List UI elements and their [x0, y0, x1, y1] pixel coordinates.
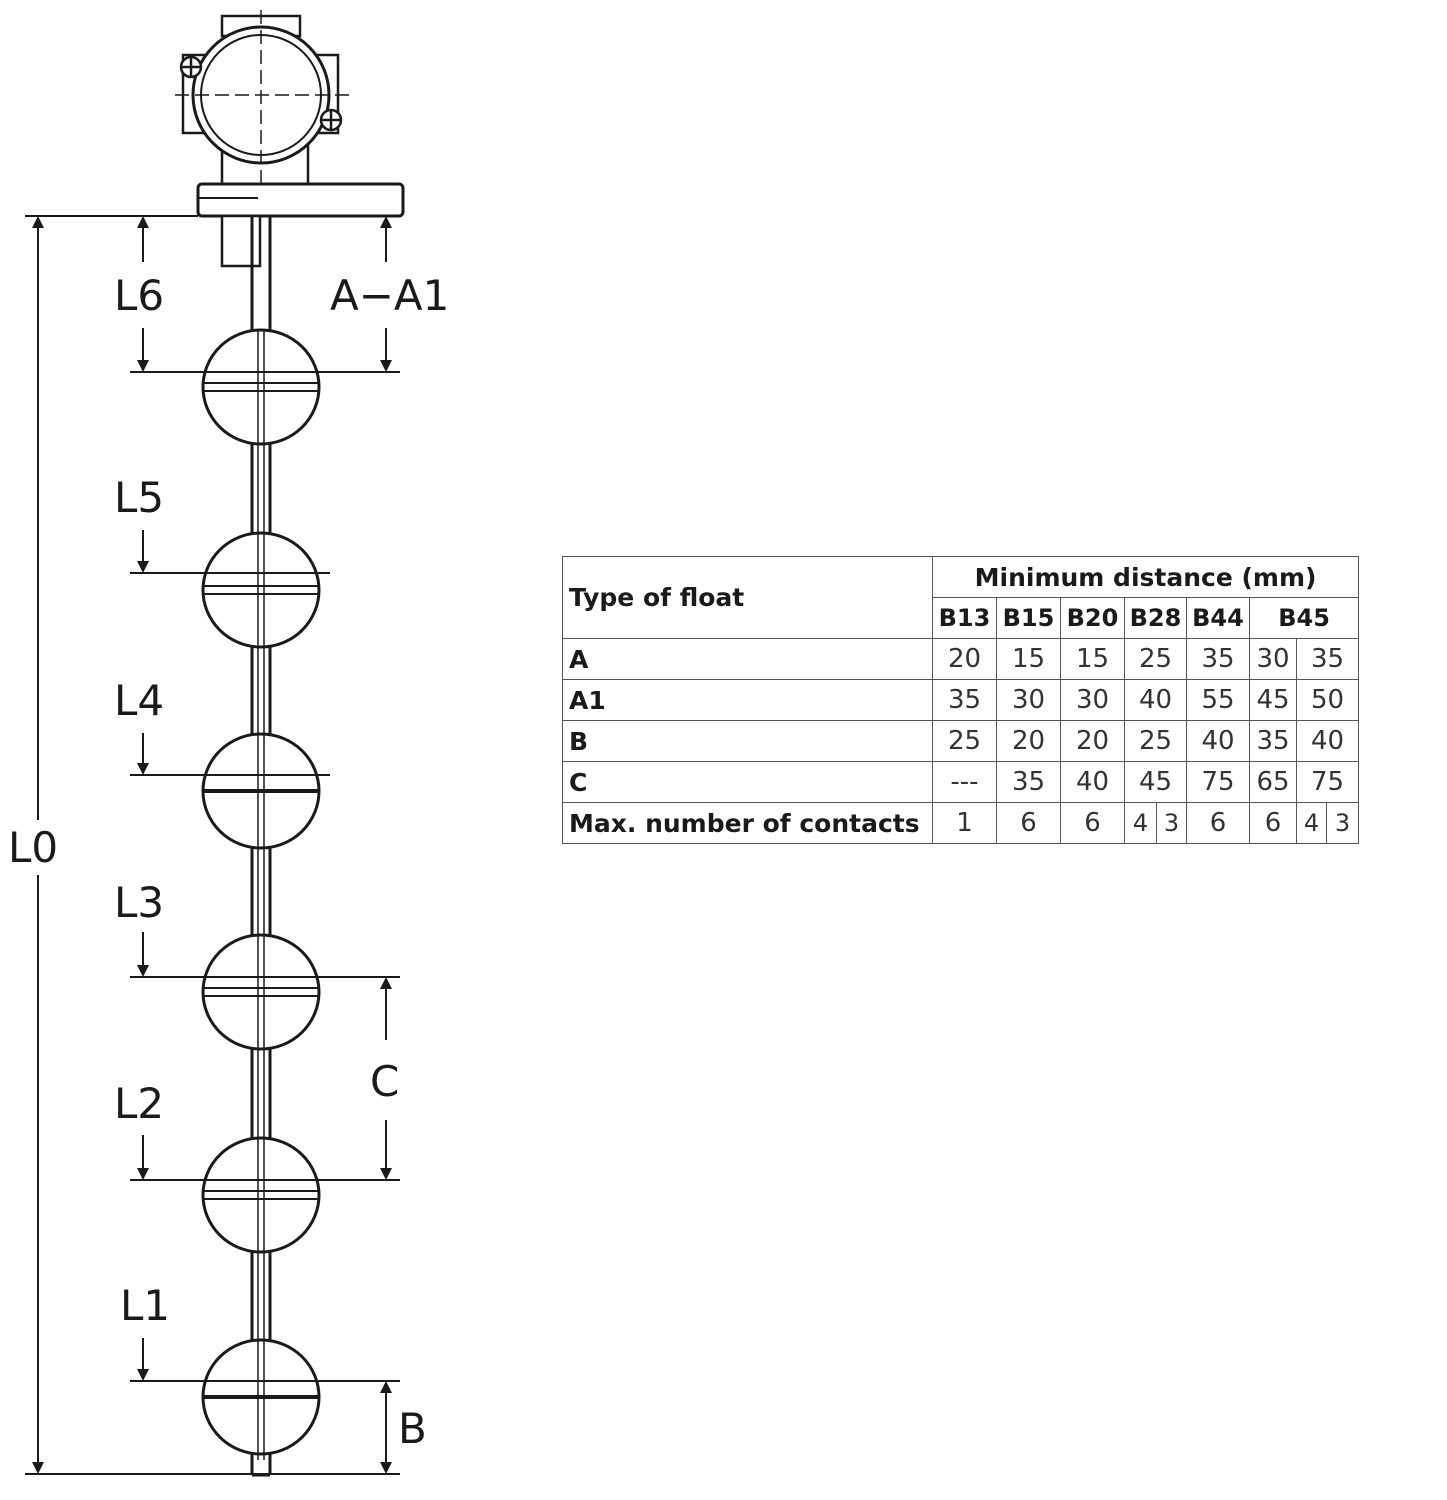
- row-label: C: [562, 761, 933, 803]
- table-cell: 45: [1124, 761, 1187, 803]
- row-label: A: [562, 638, 933, 680]
- table-cell: 3: [1156, 802, 1187, 844]
- table-cell: 25: [1124, 720, 1187, 762]
- table-cell: 65: [1249, 761, 1297, 803]
- table-cell: 30: [996, 679, 1061, 721]
- table-cell: 35: [932, 679, 997, 721]
- table-cell: 40: [1295, 720, 1360, 762]
- table-cell: 75: [1186, 761, 1250, 803]
- row-label: A1: [562, 679, 933, 721]
- label-l1: L1: [120, 1281, 170, 1330]
- table-cell: ---: [932, 761, 997, 803]
- table-cell: 15: [1060, 638, 1125, 680]
- terminal-box: [175, 10, 350, 205]
- mounting-flange: [196, 182, 405, 268]
- table-cell: 40: [1124, 679, 1187, 721]
- table-cell: 4: [1296, 802, 1327, 844]
- level-lines: [25, 215, 400, 1475]
- table-cell: 30: [1249, 638, 1297, 680]
- header-row-group: Type of float Minimum distance (mm): [562, 556, 1360, 639]
- label-a-a1: A−A1: [330, 271, 449, 320]
- table-cell: 20: [996, 720, 1061, 762]
- minimum-distance-header: Minimum distance (mm): [931, 556, 1360, 598]
- float-switch-diagram: L0 L6 L5 L4 L3 L2 L1 A−A1 C B: [8, 10, 449, 1477]
- table-cell: 1: [932, 802, 997, 844]
- table-cell: 45: [1249, 679, 1297, 721]
- header-row-columns: B13 B15 B20 B28 B44 B45: [563, 597, 1360, 639]
- table-cell: 20: [1060, 720, 1125, 762]
- float-6: [201, 328, 321, 446]
- table-cell: 6: [1249, 802, 1297, 844]
- table-row: A1 35 30 30 40 55 45 50: [562, 679, 1360, 721]
- col-b45: B45: [1248, 597, 1360, 639]
- col-b20: B20: [1060, 597, 1125, 639]
- table-cell: 35: [1249, 720, 1297, 762]
- dimension-arrows: [32, 216, 392, 1474]
- table-cell: 55: [1186, 679, 1250, 721]
- table-cell: 20: [932, 638, 997, 680]
- col-b13: B13: [932, 597, 997, 639]
- table-cell: 75: [1295, 761, 1360, 803]
- col-b28: B28: [1124, 597, 1187, 639]
- table-cell: 25: [1124, 638, 1187, 680]
- table-cell: 6: [1060, 802, 1125, 844]
- float-5: [201, 531, 321, 649]
- table-cell: 6: [996, 802, 1061, 844]
- table-cell: 25: [932, 720, 997, 762]
- float-3: [201, 933, 321, 1051]
- table-row: A 20 15 15 25 35 30 35: [562, 638, 1360, 680]
- float-2: [201, 1136, 321, 1254]
- table-cell: 3: [1325, 802, 1360, 844]
- table-row-contacts: Max. number of contacts 1 6 6 4 3 6 6 4 …: [562, 802, 1360, 844]
- label-l4: L4: [114, 676, 164, 725]
- table-row: B 25 20 20 25 40 35 40: [562, 720, 1360, 762]
- table-cell: 50: [1295, 679, 1360, 721]
- label-l5: L5: [114, 473, 164, 522]
- table-cell: 40: [1060, 761, 1125, 803]
- table-cell: 35: [996, 761, 1061, 803]
- col-b44: B44: [1186, 597, 1250, 639]
- label-l6: L6: [114, 271, 164, 320]
- table-cell: 6: [1186, 802, 1250, 844]
- row-label: Max. number of contacts: [562, 802, 933, 844]
- minimum-distance-table: Type of float Minimum distance (mm) B13 …: [562, 556, 1360, 844]
- table-row: C --- 35 40 45 75 65 75: [562, 761, 1360, 803]
- label-l3: L3: [114, 878, 164, 927]
- table-cell: 40: [1186, 720, 1250, 762]
- row-label: B: [562, 720, 933, 762]
- label-l0: L0: [8, 823, 58, 872]
- label-b: B: [398, 1404, 427, 1453]
- table-cell: 4: [1124, 802, 1157, 844]
- table-cell: 35: [1295, 638, 1360, 680]
- label-l2: L2: [114, 1079, 164, 1128]
- col-b15: B15: [996, 597, 1061, 639]
- table-cell: 35: [1186, 638, 1250, 680]
- table-cell: 30: [1060, 679, 1125, 721]
- table-cell: 15: [996, 638, 1061, 680]
- type-of-float-header: Type of float: [562, 556, 933, 639]
- floats: [201, 328, 321, 1456]
- label-c: C: [370, 1057, 399, 1106]
